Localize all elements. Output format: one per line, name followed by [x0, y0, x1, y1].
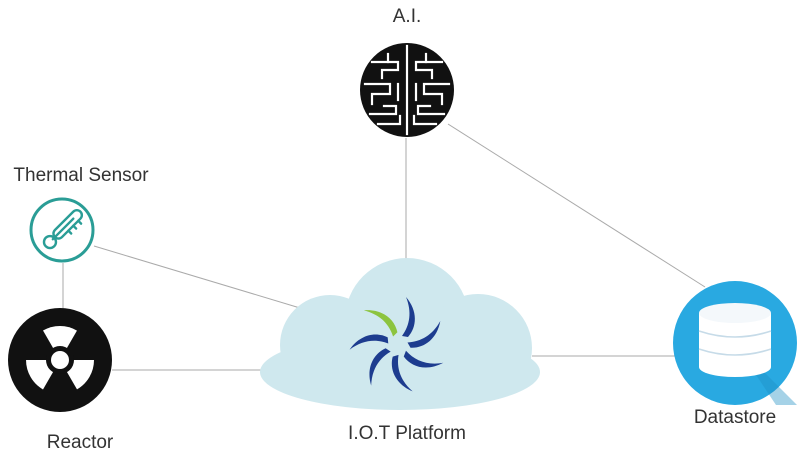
datastore-label: Datastore [693, 407, 777, 428]
pinwheel-logo-icon [349, 297, 444, 392]
ai-label: A.I. [392, 6, 422, 27]
database-icon [673, 281, 797, 405]
connector-lines [62, 123, 706, 371]
iot-platform-label: I.O.T Platform [348, 423, 466, 444]
thermal-sensor-label: Thermal Sensor [13, 165, 149, 186]
cloud-shape [260, 258, 540, 410]
reactor-label: Reactor [46, 432, 114, 453]
edge-ai-datastore [447, 123, 706, 288]
brain-maze-icon [360, 43, 454, 137]
thermometer-icon [29, 197, 95, 263]
radiation-icon [8, 308, 112, 412]
edge-thermal-platform [93, 245, 301, 309]
